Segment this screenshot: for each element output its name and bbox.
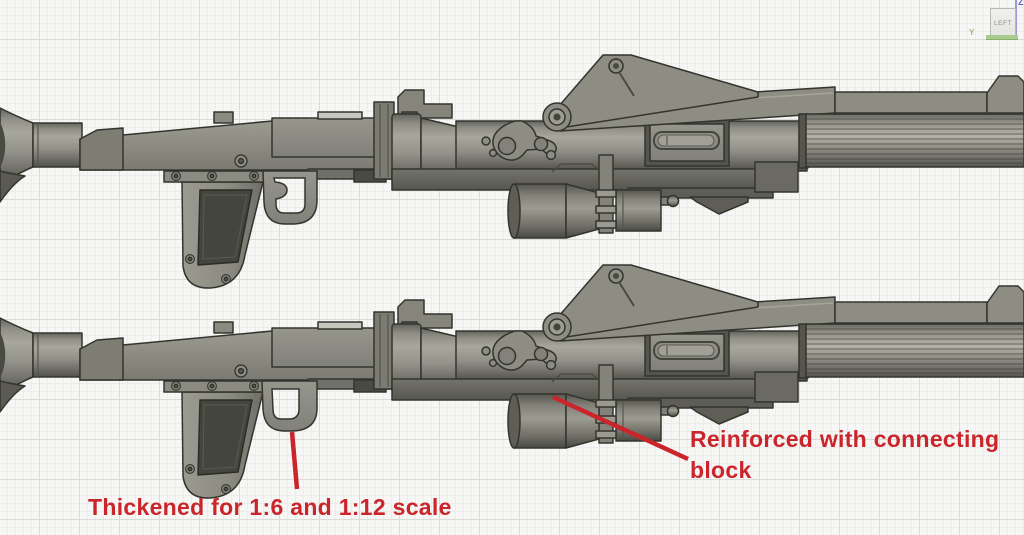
annotation-thickened: Thickened for 1:6 and 1:12 scale bbox=[88, 494, 452, 520]
ground-plane-indicator bbox=[986, 35, 1018, 40]
viewcube[interactable]: Z LEFT Y bbox=[962, 0, 1024, 46]
annotation-reinforced: Reinforced with connecting block bbox=[690, 424, 999, 486]
leader-line-thickened bbox=[289, 431, 300, 490]
z-axis-line bbox=[1015, 0, 1017, 38]
viewcube-face-left[interactable]: LEFT bbox=[990, 8, 1016, 38]
y-axis-label: Y bbox=[969, 28, 975, 37]
leader-line-reinforced bbox=[552, 394, 689, 462]
rifle-model-top[interactable] bbox=[0, 55, 1024, 288]
annotation-reinforced-line1: Reinforced with connecting bbox=[690, 426, 1000, 452]
annotation-reinforced-line2: block bbox=[690, 457, 752, 483]
z-axis-label: Z bbox=[1018, 0, 1024, 7]
